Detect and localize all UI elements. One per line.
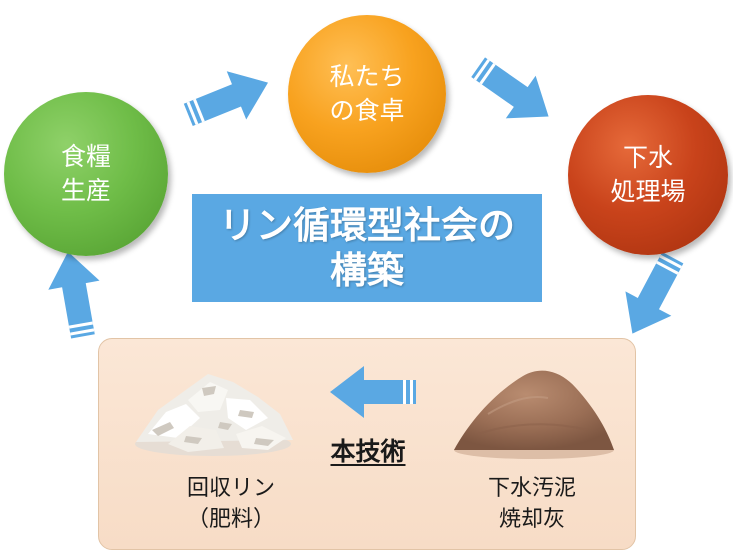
node-sewage-plant: 下水 処理場 — [568, 95, 728, 255]
node-food-production-line-2: 生産 — [60, 176, 111, 205]
node-our-table-line-2: の食卓 — [329, 96, 405, 125]
arrow-table-to-plant — [471, 57, 549, 119]
title-banner-line-2: 構築 — [330, 249, 404, 292]
node-sewage-plant-line-2: 処理場 — [610, 177, 686, 206]
arrow-plant-to-ash — [625, 252, 684, 334]
arrow-ash-to-fertilizer — [330, 366, 416, 418]
title-banner-line-1: リン循環型社会の — [219, 203, 515, 247]
arrow-production-to-table — [183, 71, 269, 126]
technique-label: 本技術 — [330, 437, 406, 466]
recovered-phosphorus-line-2: （肥料） — [186, 506, 275, 532]
node-food-production-line-1: 食糧 — [60, 142, 111, 172]
node-our-table: 私たち の食卓 — [288, 15, 446, 173]
node-sewage-plant-line-1: 下水 — [622, 143, 673, 173]
recovered-phosphorus-image — [135, 374, 293, 456]
node-food-production: 食糧 生産 — [4, 92, 168, 256]
recovered-phosphorus-label: 回収リン （肥料） — [172, 474, 290, 536]
arrow-fertilizer-to-production — [48, 251, 100, 339]
sludge-ash-line-1: 下水汚泥 — [487, 476, 576, 501]
sludge-ash-image — [454, 370, 614, 459]
recovered-phosphorus-line-1: 回収リン — [186, 476, 275, 501]
sludge-ash-label: 下水汚泥 焼却灰 — [466, 474, 598, 536]
node-our-table-line-1: 私たち — [329, 62, 405, 92]
sludge-ash-line-2: 焼却灰 — [498, 506, 565, 532]
title-banner: リン循環型社会の 構築 — [192, 194, 542, 302]
